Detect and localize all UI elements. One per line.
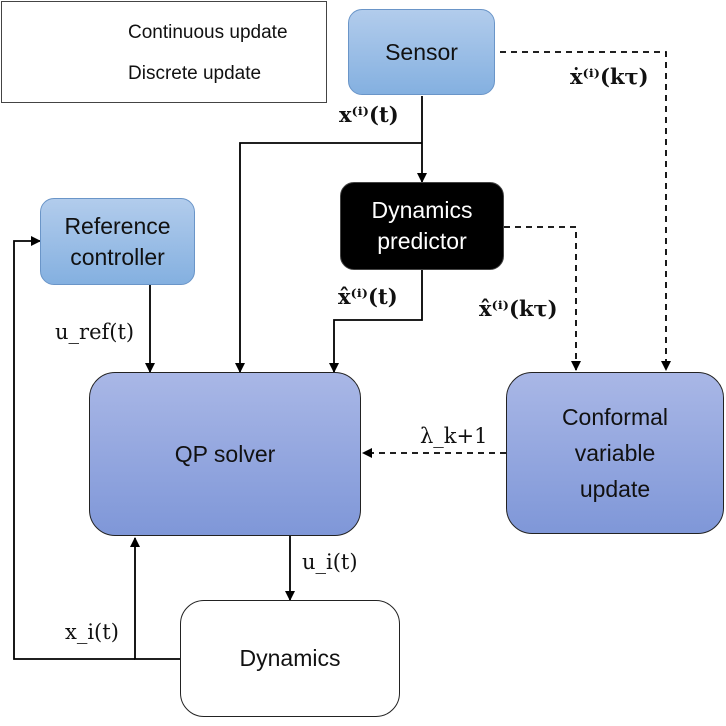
label-xhat-ktau: x̂⁽ⁱ⁾(kτ) [479,296,558,321]
sensor-box: Sensor [348,9,495,95]
dynamics-predictor-label-line1: Dynamics [371,197,473,223]
reference-controller-label-line1: Reference [64,212,171,239]
sensor-to-qp-arrow [235,142,422,373]
legend-continuous-label: Continuous update [128,22,288,43]
legend-box [1,1,327,103]
label-u-ref: u_ref(t) [55,320,135,344]
reference-controller-box: Reference controller [40,198,195,285]
label-x-i: x_i(t) [65,620,119,644]
conformal-update-label-line3: update [579,476,651,502]
sensor-to-conformal-dashed-arrow [500,51,671,371]
dynamics-to-qp-arrow [130,537,182,660]
reference-controller-label-line2: controller [70,243,165,270]
predictor-to-qp-arrow [329,270,423,373]
predictor-to-conformal-dashed-arrow [504,226,581,371]
qp-solver-box: QP solver [89,372,361,536]
dynamics-label: Dynamics [239,645,341,671]
label-x-t: x⁽ⁱ⁾(t) [339,102,399,127]
legend-discrete-label: Discrete update [128,63,262,84]
dynamics-box: Dynamics [180,600,400,717]
conformal-update-label-line1: Conformal [561,404,669,430]
dynamics-predictor-label-line2: predictor [377,228,467,254]
sensor-label: Sensor [385,38,458,65]
dynamics-predictor-box: Dynamics predictor [340,182,504,270]
label-xhat-t: x̂⁽ⁱ⁾(t) [338,284,398,309]
dynamics-to-reference-arrow [13,236,135,660]
label-lambda: λ_k+1 [420,424,488,448]
label-u-i: u_i(t) [302,550,358,574]
conformal-update-box: Conformal variable update [506,372,724,534]
label-xdot-ktau: ẋ⁽ⁱ⁾(kτ) [570,64,649,89]
conformal-update-label-line2: variable [574,440,656,466]
qp-solver-label: QP solver [174,440,276,467]
